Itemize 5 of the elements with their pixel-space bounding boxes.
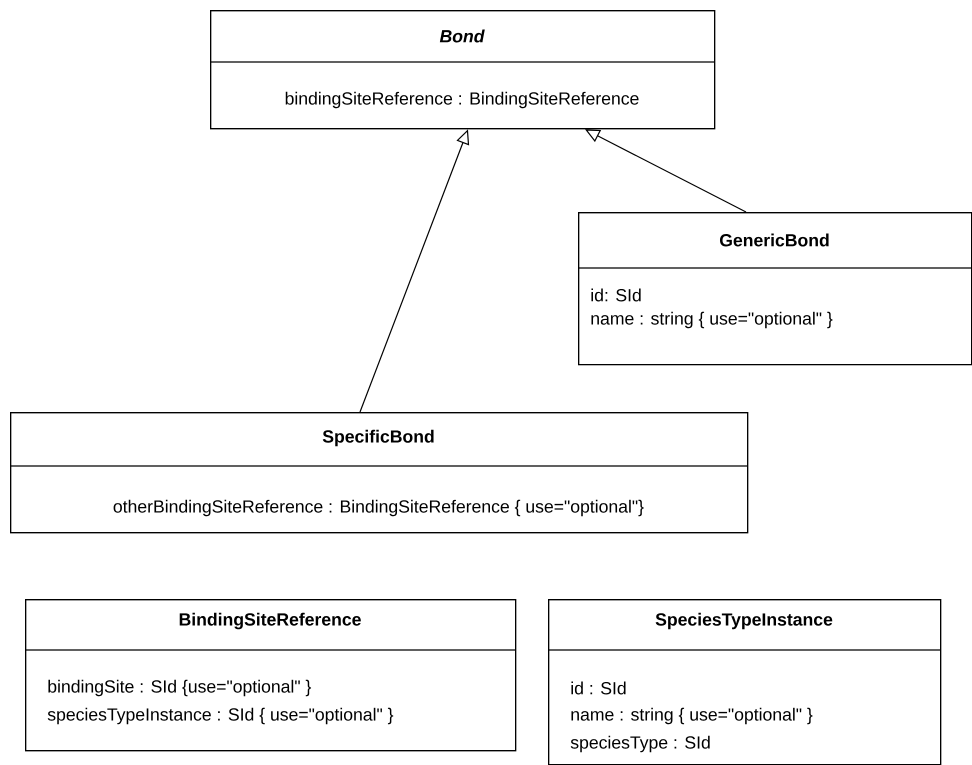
class-box: BindingSiteReference bindingSite : SId {use="optional" } speciesTypeInstance : SId { use="optional" }	[25, 599, 516, 752]
class-box: Bond bindingSiteReference : BindingSiteReference	[210, 10, 716, 130]
class-box: GenericBond id: SId name : string { use="optional" }	[578, 212, 972, 366]
class-box: SpeciesTypeInstance id : SId name : string { use="optional" } speciesType : SId	[548, 599, 942, 765]
class-box: SpecificBond otherBindingSiteReference : BindingSiteReference { use="optional"}	[10, 412, 748, 534]
